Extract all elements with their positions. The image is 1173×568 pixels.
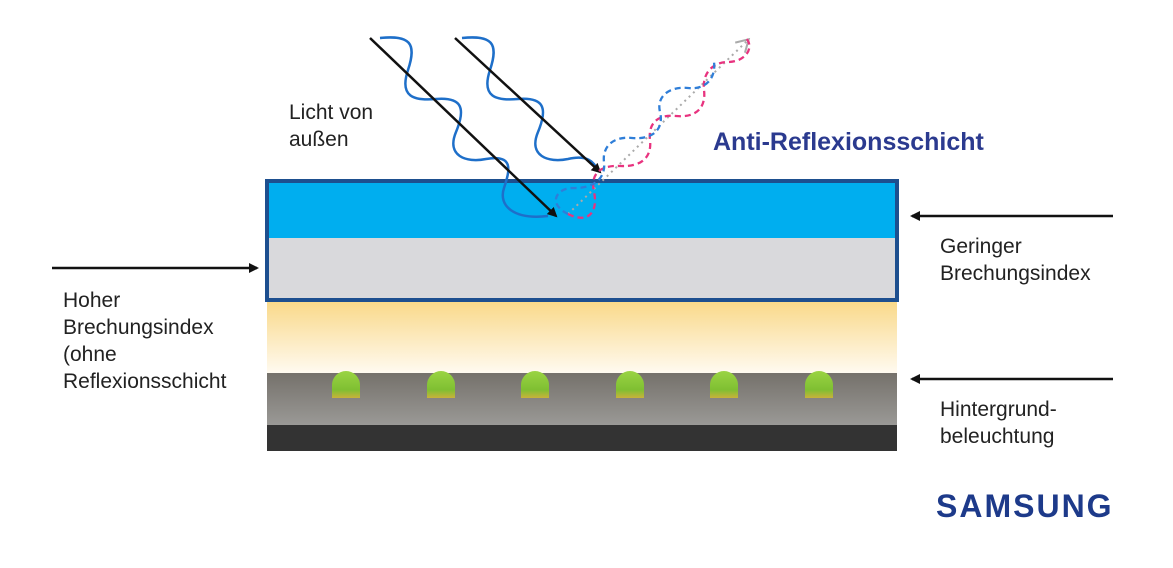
label-line: Reflexionsschicht [63, 370, 227, 393]
led-light [521, 371, 549, 398]
glass-layer [267, 238, 897, 300]
label-line: Licht von [289, 101, 374, 124]
incident-wave-2 [461, 36, 600, 171]
incident-wave-1 [379, 36, 549, 218]
panel-frame [265, 179, 899, 302]
label-line: außen [289, 128, 349, 151]
label-line: Hoher [63, 289, 121, 312]
led-light [710, 371, 738, 398]
incident-arrow-1 [369, 37, 558, 218]
led-light [805, 371, 833, 398]
backlight-glow [267, 302, 897, 373]
label-high-refractive-index: Hoher Brechungsindex (ohne Reflexionssch… [63, 287, 226, 395]
led-light [616, 371, 644, 398]
label-line: (ohne [63, 343, 117, 366]
backlight-backplate [267, 373, 897, 425]
label-backlight: Hintergrund- beleuchtung [940, 396, 1057, 450]
label-line: Hintergrund- [940, 398, 1057, 421]
label-line: Brechungsindex [63, 316, 214, 339]
label-line: beleuchtung [940, 425, 1055, 448]
label-light-from-outside: Licht von außen [289, 99, 373, 153]
label-line: Geringer [940, 235, 1022, 258]
incident-arrow-2 [454, 37, 602, 174]
label-low-refractive-index: Geringer Brechungsindex [940, 233, 1091, 287]
led-light [332, 371, 360, 398]
anti-reflection-layer [267, 181, 897, 238]
samsung-logo: SAMSUNG [936, 488, 1114, 524]
base-layer [267, 425, 897, 451]
reflected-wave-blue [554, 61, 716, 216]
led-light [427, 371, 455, 398]
label-line: Brechungsindex [940, 262, 1091, 285]
reflected-wave-pink [567, 37, 751, 219]
led-row [332, 371, 833, 398]
anti-reflection-title: Anti-Reflexionsschicht [713, 128, 984, 156]
